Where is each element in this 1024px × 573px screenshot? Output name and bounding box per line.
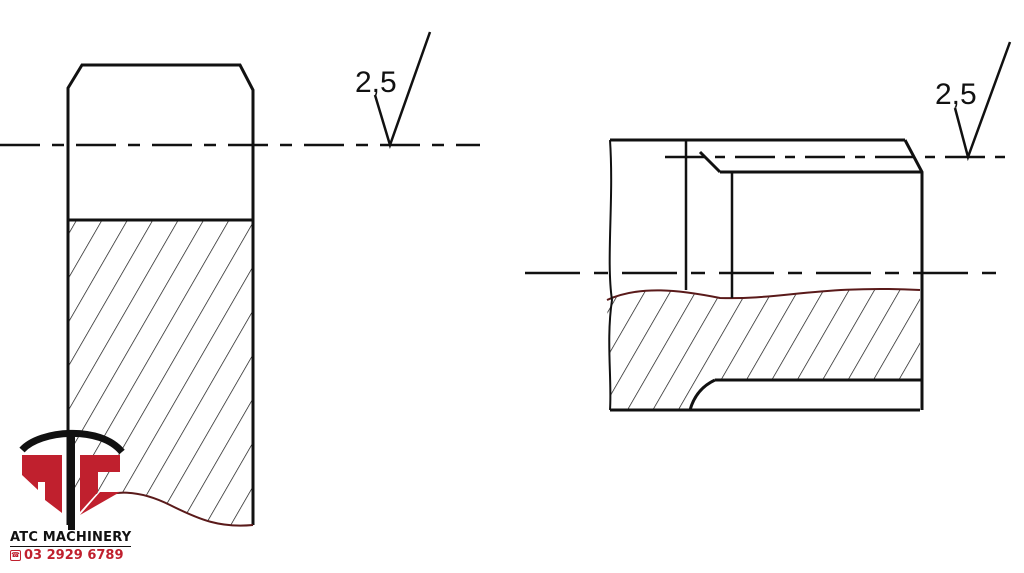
atc-logo xyxy=(19,429,125,530)
logo-letter-t-stem xyxy=(68,430,75,530)
right-roughness-value: 2,5 xyxy=(935,78,977,111)
left-part-outline xyxy=(66,63,255,525)
right-bore-chamfer-bottom xyxy=(688,378,716,411)
left-roughness-value: 2,5 xyxy=(355,66,397,99)
right-part-end xyxy=(903,139,924,410)
right-part-break-line-left xyxy=(608,139,614,411)
company-phone: ☎ 03 2929 6789 xyxy=(10,548,124,563)
phone-number: 03 2929 6789 xyxy=(24,548,124,563)
left-part-hatch xyxy=(68,220,253,526)
logo-letter-c xyxy=(80,455,120,515)
company-name: ATC MACHINERY xyxy=(10,530,132,547)
left-roughness-symbol xyxy=(373,31,432,150)
right-part-section xyxy=(525,41,1015,412)
phone-icon: ☎ xyxy=(10,550,21,561)
left-part-section xyxy=(0,31,480,527)
right-bore-chamfer-top xyxy=(698,150,722,174)
right-part-break-line-top xyxy=(606,287,921,301)
right-part-hatch xyxy=(607,288,920,410)
left-part-break-line xyxy=(109,491,254,527)
right-roughness-symbol xyxy=(953,41,1012,162)
logo-letter-a xyxy=(22,455,62,513)
